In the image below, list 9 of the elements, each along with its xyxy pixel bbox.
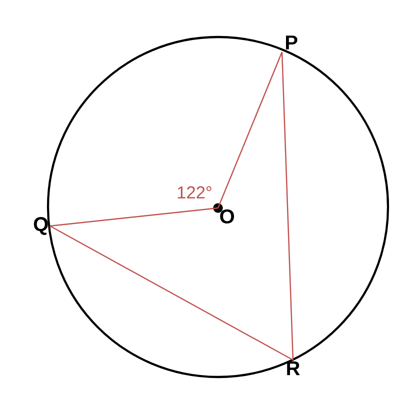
line-segment bbox=[217, 52, 283, 208]
line-segment bbox=[50, 207, 218, 227]
line-segment bbox=[281, 52, 294, 360]
line-segment bbox=[50, 225, 294, 361]
angle-label: 122° bbox=[178, 186, 212, 198]
point-label: Q bbox=[34, 217, 48, 235]
point-label: R bbox=[287, 361, 300, 376]
point-label: P bbox=[286, 36, 298, 50]
point-label: O bbox=[220, 209, 234, 224]
